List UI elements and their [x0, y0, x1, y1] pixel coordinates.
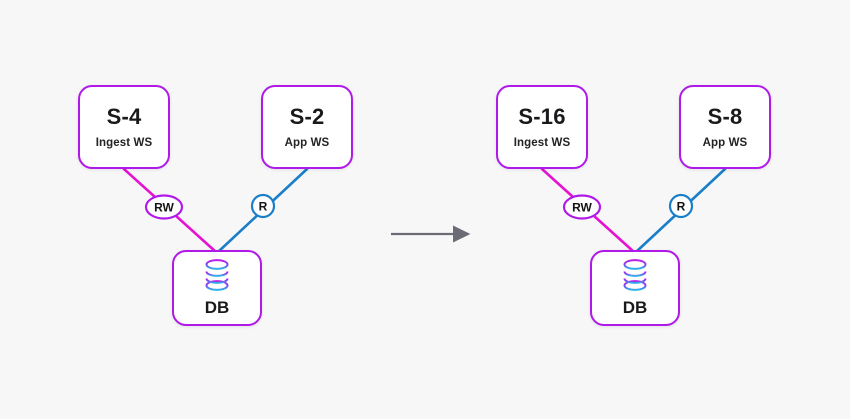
node-database-after[interactable]: DB — [590, 250, 680, 326]
edge-badge-rw — [144, 194, 184, 220]
node-title: S-16 — [518, 103, 566, 129]
node-subtitle: Ingest WS — [513, 137, 571, 150]
edge-badge-rw-label: RW — [154, 201, 174, 215]
node-subtitle: App WS — [284, 137, 330, 150]
edge-badge-r-label: R — [259, 200, 268, 214]
edge-badge-rw-label: RW — [572, 201, 592, 215]
node-app-ws-before[interactable]: S-2 App WS — [261, 85, 353, 169]
node-subtitle: App WS — [702, 137, 748, 150]
node-ingest-ws-before[interactable]: S-4 Ingest WS — [78, 85, 170, 169]
node-title: S-4 — [106, 103, 142, 129]
node-ingest-ws-after[interactable]: S-16 Ingest WS — [496, 85, 588, 169]
database-cylinder-icon — [205, 259, 229, 291]
edge-badge-r-label: R — [677, 200, 686, 214]
edge-badge-rw — [562, 194, 602, 220]
node-subtitle: Ingest WS — [95, 137, 153, 150]
node-app-ws-after[interactable]: S-8 App WS — [679, 85, 771, 169]
edge-badge-r — [668, 193, 694, 219]
edge-r-before: R — [216, 167, 309, 254]
node-title: DB — [622, 298, 648, 317]
edge-rw-after: RW — [540, 167, 636, 254]
node-title: DB — [204, 298, 230, 317]
database-cylinder-icon — [623, 259, 647, 291]
node-title: S-2 — [289, 103, 325, 129]
node-title: S-8 — [707, 103, 743, 129]
edge-badge-r — [250, 193, 276, 219]
edge-rw-before: RW — [122, 167, 218, 254]
edge-r-after: R — [634, 167, 727, 254]
node-database-before[interactable]: DB — [172, 250, 262, 326]
